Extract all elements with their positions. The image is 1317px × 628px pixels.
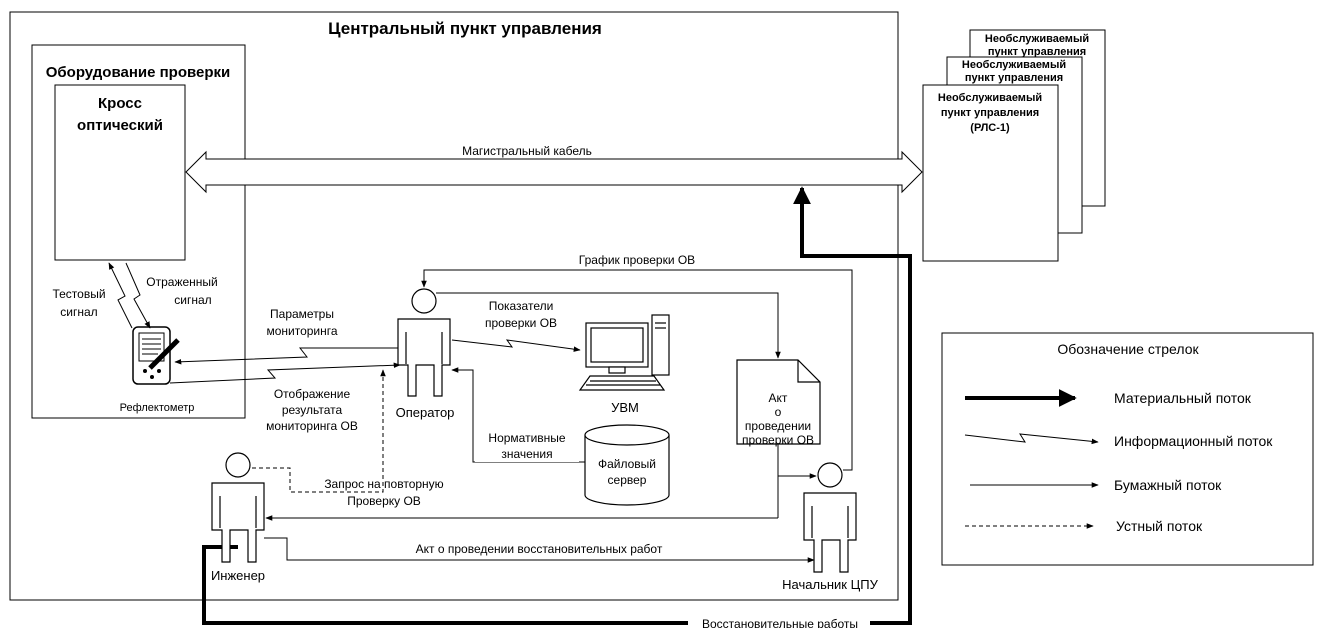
cross-label-2: оптический xyxy=(77,117,163,134)
trunk-cable-arrow xyxy=(185,150,923,194)
restoration-act-label: Акт о проведении восстановительных работ xyxy=(416,542,663,556)
normative-values-label-2: значения xyxy=(501,447,552,461)
check-act-label-3: проведении xyxy=(745,419,811,433)
legend-paper-label: Бумажный поток xyxy=(1114,477,1222,493)
chief-label: Начальник ЦПУ xyxy=(782,577,878,592)
equipment-title: Оборудование проверки xyxy=(46,64,231,81)
reflected-signal-label-1: Отраженный xyxy=(146,275,217,289)
operator-to-act-arrow xyxy=(436,292,781,359)
monitoring-params-label-2: мониторинга xyxy=(266,324,337,338)
svg-text:Необслуживаемый: Необслуживаемый xyxy=(938,92,1042,104)
svg-text:Необслуживаемый: Необслуживаемый xyxy=(962,59,1066,71)
test-signal-arrow xyxy=(108,262,133,329)
svg-text:пункт управления: пункт управления xyxy=(941,107,1039,119)
svg-text:Необслуживаемый: Необслуживаемый xyxy=(985,33,1089,45)
monitoring-params-label-1: Параметры xyxy=(270,307,334,321)
reflected-signal-arrow xyxy=(125,262,151,329)
central-unit-frame xyxy=(9,11,899,601)
test-signal-label-2: сигнал xyxy=(60,305,97,319)
restoration-act-arrow xyxy=(264,537,815,563)
monitoring-display-label-3: мониторинга ОВ xyxy=(266,419,358,433)
operator-label: Оператор xyxy=(396,405,455,420)
indicators-label-1: Показатели xyxy=(489,299,554,313)
check-act-document xyxy=(736,359,821,445)
computer-label: УВМ xyxy=(611,400,639,415)
indicators-label-2: проверки ОВ xyxy=(485,316,557,330)
optical-cross xyxy=(54,84,186,261)
engineer-figure xyxy=(211,452,265,563)
remote-unit-front: Необслуживаемый пункт управления (РЛС-1) xyxy=(922,84,1059,262)
reflectometer-icon xyxy=(132,326,180,385)
monitoring-params-arrow xyxy=(174,347,398,365)
svg-text:пункт управления: пункт управления xyxy=(965,72,1063,84)
file-server-label-1: Файловый xyxy=(598,457,656,471)
file-server-icon xyxy=(584,424,670,506)
test-signal-label-1: Тестовый xyxy=(52,287,105,301)
reflectometer-label: Рефлектометр xyxy=(120,402,195,414)
file-server-label-2: сервер xyxy=(608,473,647,487)
engineer-label: Инженер xyxy=(211,568,265,583)
legend-info-label: Информационный поток xyxy=(1114,433,1273,449)
check-act-label-2: о xyxy=(775,405,782,419)
legend-frame xyxy=(941,332,1314,566)
restoration-works-label: Восстановительные работы xyxy=(702,617,858,628)
recheck-request-label-2: Проверку ОВ xyxy=(347,494,421,508)
svg-text:(РЛС-1): (РЛС-1) xyxy=(970,122,1010,134)
monitoring-display-label-1: Отображение xyxy=(274,387,351,401)
indicators-arrow xyxy=(451,339,581,352)
legend-title: Обозначение стрелок xyxy=(1057,341,1199,357)
recheck-request-label-1: Запрос на повторную xyxy=(324,477,443,491)
check-schedule-arrow xyxy=(421,269,853,471)
equipment-frame xyxy=(31,44,246,419)
central-unit-title: Центральный пункт управления xyxy=(328,19,602,38)
legend-info-sample xyxy=(964,433,1099,445)
check-act-label-4: проверки ОВ xyxy=(742,433,814,447)
reflected-signal-label-2: сигнал xyxy=(174,293,211,307)
legend-material-label: Материальный поток xyxy=(1114,390,1252,406)
computer-icon xyxy=(578,314,670,391)
normative-values-label-1: Нормативные xyxy=(488,431,566,445)
monitoring-display-label-2: результата xyxy=(282,403,343,417)
check-schedule-label: График проверки ОВ xyxy=(579,253,695,267)
check-act-label-1: Акт xyxy=(769,391,788,405)
monitoring-display-arrow xyxy=(169,362,401,384)
operator-figure xyxy=(397,288,451,397)
svg-text:пункт управления: пункт управления xyxy=(988,46,1086,58)
chief-figure xyxy=(803,462,857,573)
legend-oral-label: Устный поток xyxy=(1116,518,1203,534)
trunk-cable-label: Магистральный кабель xyxy=(462,144,592,158)
cross-label-1: Кросс xyxy=(98,95,142,112)
restoration-works-arrow xyxy=(202,186,912,625)
